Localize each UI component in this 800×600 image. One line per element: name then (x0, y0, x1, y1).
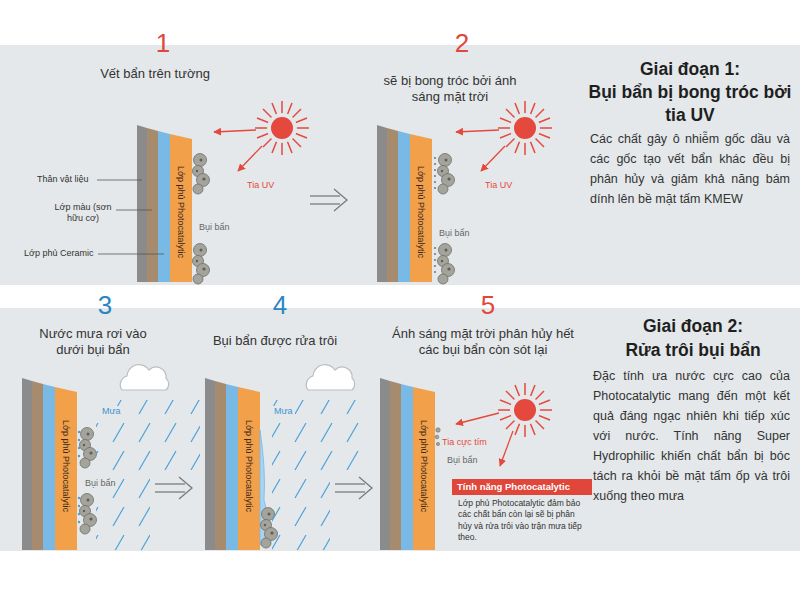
feature-box: Tính năng PhotocatalyticLớp phủ Photocat… (452, 479, 592, 546)
illustration (193, 154, 210, 195)
illustration (380, 378, 435, 550)
leader-line (116, 210, 152, 211)
step-number: 5 (468, 292, 508, 318)
uv-ray (238, 146, 262, 171)
illustration (22, 378, 77, 550)
rain (272, 400, 362, 550)
step-caption: sẽ bị bong tróc bởi ánh sáng mặt trời (380, 73, 520, 104)
loosened-dots (434, 163, 436, 165)
rain-label: Mưa (272, 406, 295, 417)
coating-label: Lớp phủ Photocatalytic (244, 420, 255, 512)
water-drops (78, 455, 80, 457)
illustration (120, 365, 168, 390)
step-caption: Vết bẩn trên tường (55, 66, 255, 82)
illustration (498, 383, 552, 437)
loosened-dots (434, 247, 436, 249)
illustration (137, 125, 192, 282)
dirt-label: Bụi bẩn (437, 228, 472, 239)
uv-ray (214, 130, 262, 171)
leader-line (98, 254, 164, 255)
step-number: 4 (260, 292, 300, 318)
loosened-dots (434, 157, 436, 159)
stage-title: Giai đoạn 1: (585, 58, 795, 81)
ray-label: Tia UV (245, 180, 276, 191)
loosened-dots (434, 169, 436, 171)
illustration (155, 477, 192, 499)
dirt-residue (436, 428, 440, 432)
stage-title: Rửa trôi bụi bẩn (588, 339, 798, 362)
stage-band (0, 45, 800, 285)
stage-title: Bụi bẩn bị bong tróc bởi tia UV (585, 81, 795, 127)
water-drops (78, 521, 80, 523)
rain (96, 400, 200, 550)
uv-ray (456, 130, 499, 132)
dirt-label: Bụi bẩn (445, 455, 480, 466)
illustration (335, 477, 372, 499)
part-label: Lớp phủ Ceramic (22, 248, 95, 259)
illustration (438, 244, 455, 285)
illustration (193, 244, 210, 285)
illustration (377, 125, 432, 282)
uv-ray (500, 431, 513, 466)
uv-ray (214, 130, 256, 132)
illustration (498, 101, 552, 155)
uv-ray (481, 146, 505, 171)
water-drops (78, 505, 80, 507)
loosened-dots (434, 157, 436, 273)
coating-label: Lớp phủ Photocatalytic (416, 166, 427, 258)
loosened-dots (434, 181, 436, 183)
illustration (306, 365, 354, 390)
step-number: 2 (442, 30, 482, 56)
uv-ray (456, 413, 499, 424)
water-drops (78, 447, 80, 449)
step-number: 3 (85, 292, 125, 318)
water-drops (78, 431, 80, 523)
loosened-dots (434, 259, 436, 261)
illustration (438, 154, 455, 195)
ray-label: Tia UV (483, 180, 514, 191)
water-drops (78, 497, 80, 499)
rain-label: Mưa (100, 406, 123, 417)
step-caption: Nước mưa rơi vào dưới bụi bẩn (27, 326, 159, 357)
water-drops (78, 439, 80, 441)
part-label: Lớp màu (sơn hữu cơ) (51, 202, 115, 224)
leader-line (97, 180, 142, 181)
dirt-label: Bụi bẩn (197, 222, 232, 233)
stage-band (0, 308, 800, 551)
loosened-dots (434, 265, 436, 267)
water-drops (78, 513, 80, 515)
feature-heading: Tính năng Photocatalytic (452, 479, 592, 495)
feature-body: Lớp phủ Photocatalytic đảm bảo các chất … (452, 495, 592, 544)
loosened-dots (434, 253, 436, 255)
step-number: 1 (143, 30, 183, 56)
loosened-dots (434, 187, 436, 189)
stage-body: Các chất gây ô nhiễm gốc dầu và các gốc … (590, 129, 790, 209)
step-caption: Ánh sáng mặt trời phân hủy hết các bụi b… (390, 326, 576, 357)
stage-body: Đặc tính ưa nước cực cao của Photocataly… (593, 366, 790, 506)
illustration (80, 494, 97, 535)
loosened-dots (434, 271, 436, 273)
coating-label: Lớp phủ Photocatalytic (61, 420, 72, 512)
illustration (205, 378, 260, 550)
part-label: Thân vật liệu (35, 174, 91, 185)
dirt-label: Bụi bẩn (83, 478, 118, 489)
illustration (80, 428, 97, 469)
coating-label: Lớp phủ Photocatalytic (176, 166, 187, 258)
illustration (310, 189, 347, 211)
coating-label: Lớp phủ Photocatalytic (419, 420, 430, 512)
uv-ray (456, 130, 505, 171)
stage-title: Giai đoạn 2: (588, 315, 798, 338)
step-caption: Bụi bẩn được rửa trôi (175, 333, 375, 349)
illustration (255, 101, 309, 155)
dirt-residue (435, 435, 439, 439)
ray-label: Tia cực tím (440, 437, 489, 448)
water-drops (78, 431, 80, 433)
loosened-dots (434, 175, 436, 177)
